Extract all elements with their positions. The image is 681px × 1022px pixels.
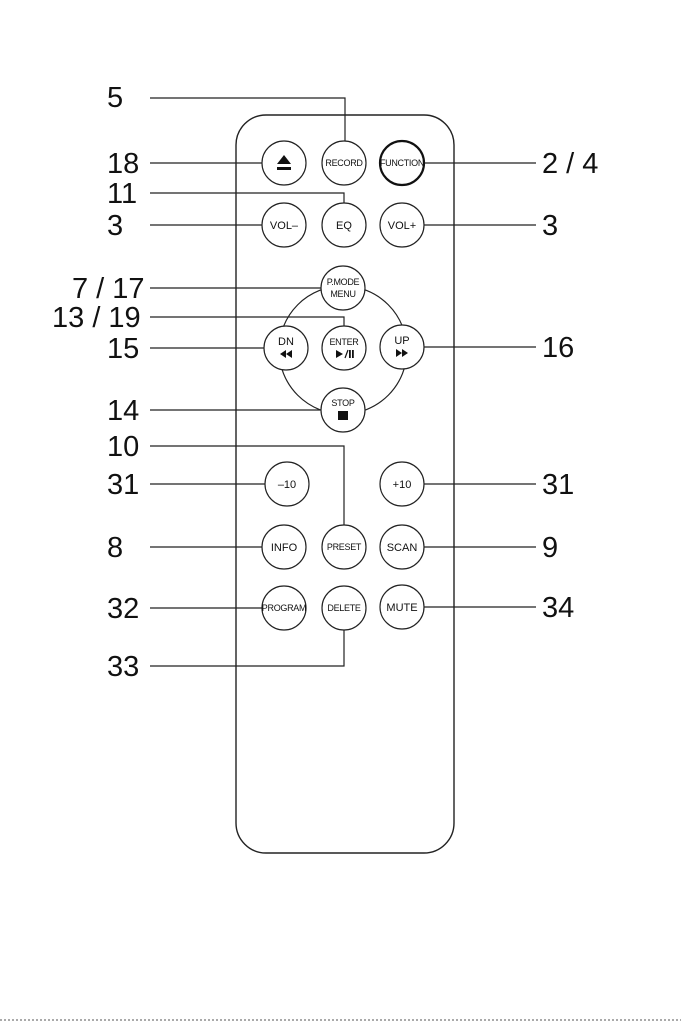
function-button[interactable]: FUNCTION — [380, 141, 424, 185]
program-button[interactable]: PROGRAM — [262, 586, 306, 630]
right-callouts: 2 / 4 3 16 31 9 34 — [542, 148, 598, 624]
callout-3-left: 3 — [107, 210, 123, 242]
scan-button[interactable]: SCAN — [380, 525, 424, 569]
info-button[interactable]: INFO — [262, 525, 306, 569]
record-label: RECORD — [325, 158, 363, 168]
callout-10: 10 — [107, 431, 139, 463]
callout-9: 9 — [542, 532, 558, 564]
enter-label: ENTER — [329, 337, 359, 347]
delete-button[interactable]: DELETE — [322, 586, 366, 630]
scan-label: SCAN — [387, 542, 418, 554]
preset-label: PRESET — [327, 542, 362, 552]
up-button[interactable]: UP — [380, 325, 424, 369]
stop-square-icon — [338, 411, 348, 420]
vol-minus-button[interactable]: VOL– — [262, 203, 306, 247]
eq-label: EQ — [336, 220, 352, 232]
mute-button[interactable]: MUTE — [380, 585, 424, 629]
function-label: FUNCTION — [380, 158, 424, 168]
minus-10-label: –10 — [278, 479, 296, 491]
dn-button[interactable]: DN — [264, 326, 308, 370]
preset-button[interactable]: PRESET — [322, 525, 366, 569]
vol-minus-label: VOL– — [270, 220, 299, 232]
stop-label: STOP — [331, 398, 354, 408]
dn-label: DN — [278, 336, 294, 348]
eq-button[interactable]: EQ — [322, 203, 366, 247]
plus-10-button[interactable]: +10 — [380, 462, 424, 506]
callout-16: 16 — [542, 332, 574, 364]
left-callouts: 5 18 11 3 7 / 17 13 / 19 15 14 10 31 8 3… — [52, 82, 145, 683]
callout-7-17: 7 / 17 — [72, 273, 145, 305]
callout-15: 15 — [107, 333, 139, 365]
callout-2-4: 2 / 4 — [542, 148, 598, 180]
minus-10-button[interactable]: –10 — [265, 462, 309, 506]
callout-5: 5 — [107, 82, 123, 114]
eject-button[interactable] — [262, 141, 306, 185]
callout-3-right: 3 — [542, 210, 558, 242]
record-button[interactable]: RECORD — [322, 141, 366, 185]
menu-label: MENU — [330, 289, 355, 299]
callout-33: 33 — [107, 651, 139, 683]
delete-label: DELETE — [327, 603, 361, 613]
up-label: UP — [394, 335, 409, 347]
callout-11: 11 — [107, 178, 137, 210]
pmode-menu-button[interactable]: P.MODE MENU — [321, 266, 365, 310]
info-label: INFO — [271, 542, 298, 554]
stop-button[interactable]: STOP — [321, 388, 365, 432]
plus-10-label: +10 — [393, 479, 412, 491]
callout-34: 34 — [542, 592, 574, 624]
callout-14: 14 — [107, 395, 139, 427]
pmode-label: P.MODE — [327, 277, 360, 287]
vol-plus-button[interactable]: VOL+ — [380, 203, 424, 247]
enter-button[interactable]: ENTER — [322, 326, 366, 370]
callout-8: 8 — [107, 532, 123, 564]
callout-31-left: 31 — [107, 469, 139, 501]
callout-32: 32 — [107, 593, 139, 625]
callout-13-19: 13 / 19 — [52, 302, 141, 334]
callout-31-right: 31 — [542, 469, 574, 501]
callout-18: 18 — [107, 148, 139, 180]
mute-label: MUTE — [386, 602, 417, 614]
eject-icon-bar — [277, 167, 291, 170]
vol-plus-label: VOL+ — [388, 220, 416, 232]
program-label: PROGRAM — [262, 603, 306, 613]
